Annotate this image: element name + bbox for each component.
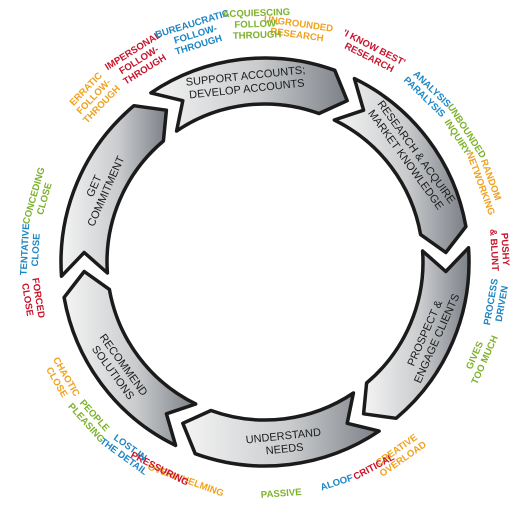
pitfall-label: FORCEDCLOSE [18, 277, 46, 321]
cycle-stage-6: SUPPORT ACCOUNTS;DEVELOP ACCOUNTS [149, 56, 349, 133]
pitfall-label: PROCESSDRIVEN [482, 277, 512, 328]
pitfall-label: TENTATIVECLOSE [18, 223, 43, 277]
pitfall-label: PUSHY& BLUNT [487, 228, 511, 271]
pitfall-label: ANALYSISPARALYSIS [401, 67, 455, 120]
cycle-stage-arrow [332, 76, 468, 255]
pitfall-label: LOST INTHE DETAIL [98, 427, 156, 478]
pitfall-label: 'I KNOW BEST'RESEARCH [336, 28, 407, 79]
cycle-stage-arrow [149, 56, 349, 133]
pitfall-label: ACQUIESCINGFOLLOW-THROUGH [222, 7, 291, 42]
cycle-stage-arrow [181, 391, 381, 468]
pitfall-label: CONCEDINGCLOSE [21, 166, 58, 228]
pitfall-label: ERRATICFOLLOW-THROUGH [65, 68, 122, 126]
pitfall-label: RANDOMNETWORKING [464, 147, 507, 217]
pitfall-label: GIVESTOO MUCH [460, 329, 501, 386]
pitfall-label: ALOOF [319, 473, 354, 494]
pitfall-label: IMPERSONALFOLLOW-THROUGH [103, 30, 175, 92]
cycle-segments: RESEARCH & ACQUIREMARKET KNOWLEDGEPROSPE… [59, 56, 471, 468]
cycle-stage-arrow [62, 269, 198, 448]
pitfall-label: PASSIVE [260, 487, 302, 501]
pitfall-label: CHAOTICCLOSE [41, 355, 82, 404]
pitfall-label: CREATIVEOVERLOAD [372, 430, 429, 479]
cycle-stage-arrow [361, 246, 471, 421]
cycle-stage-2: PROSPECT &ENGAGE CLIENTS [361, 246, 471, 421]
cycle-stage-arrow [59, 103, 169, 278]
cycle-stage-3: UNDERSTANDNEEDS [181, 391, 381, 468]
cycle-stage-5: GETCOMMITMENT [59, 103, 169, 278]
cycle-stage-label: UNDERSTANDNEEDS [245, 427, 323, 460]
cycle-stage-4: RECOMMENDSOLUTIONS [62, 269, 198, 448]
